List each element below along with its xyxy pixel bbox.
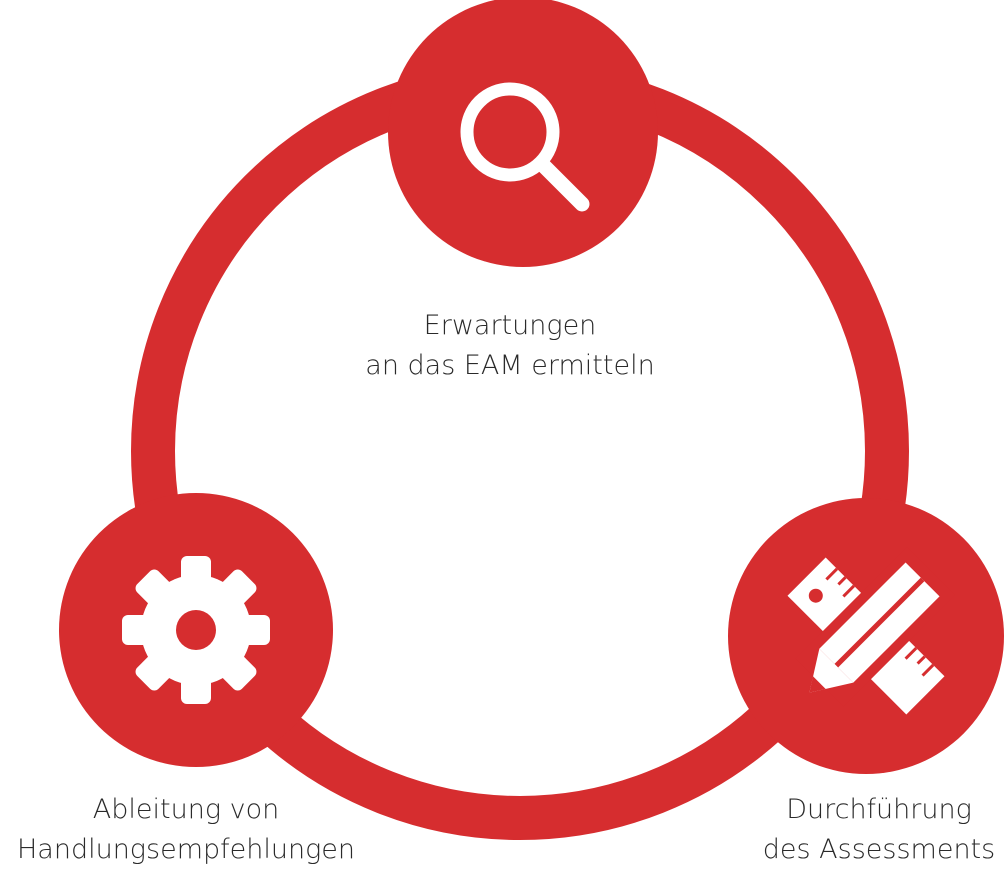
ruler-pencil-icon bbox=[787, 546, 956, 715]
step-node-assessment bbox=[728, 498, 1004, 774]
step-label-line: Durchführung bbox=[786, 794, 972, 825]
step-label-recommendations: Ableitung von Handlungsempfehlungen bbox=[0, 790, 372, 870]
step-label-line: des Assessments bbox=[762, 834, 996, 865]
step-label-line: Erwartungen bbox=[423, 310, 597, 341]
step-node-expectations bbox=[388, 0, 658, 267]
step-label-assessment: Durchführung des Assessments bbox=[752, 790, 1006, 870]
magnifier-icon bbox=[460, 82, 590, 212]
step-label-line: Handlungsempfehlungen bbox=[16, 834, 356, 865]
step-label-expectations: Erwartungen an das EAM ermitteln bbox=[330, 306, 690, 386]
step-label-line: an das EAM ermitteln bbox=[365, 350, 655, 381]
step-node-recommendations bbox=[59, 493, 333, 767]
gear-icon bbox=[122, 556, 270, 704]
step-label-line: Ableitung von bbox=[92, 794, 280, 825]
